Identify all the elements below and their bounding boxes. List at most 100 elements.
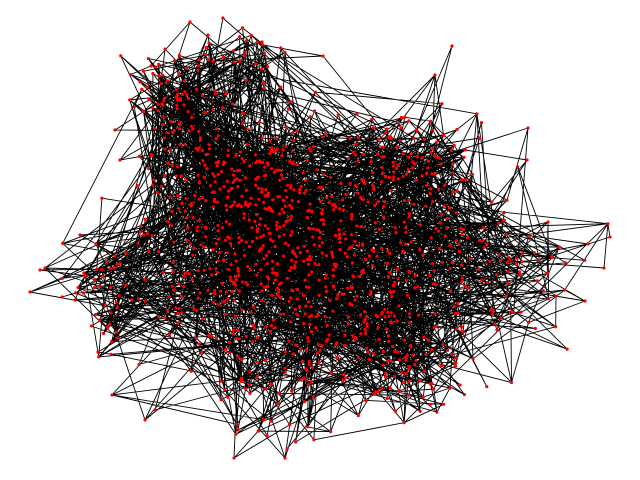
graph-node [136, 297, 141, 301]
graph-node [38, 268, 42, 272]
graph-node [182, 274, 186, 278]
graph-node [505, 198, 509, 202]
graph-node [254, 212, 259, 217]
graph-node [282, 199, 286, 203]
graph-node [197, 197, 201, 201]
graph-node [338, 248, 342, 252]
graph-node [497, 253, 501, 257]
graph-node [83, 274, 87, 278]
graph-node [386, 334, 391, 338]
graph-node [156, 102, 160, 106]
graph-node [520, 252, 525, 256]
graph-node [404, 230, 408, 235]
graph-node [403, 115, 407, 119]
graph-node [481, 226, 485, 230]
graph-node [172, 288, 176, 292]
graph-node [231, 180, 235, 185]
graph-node [286, 183, 290, 187]
graph-node [180, 311, 184, 315]
graph-node [514, 256, 519, 260]
graph-node [150, 234, 154, 238]
graph-node [280, 154, 284, 158]
graph-node [171, 270, 175, 274]
graph-node [388, 320, 392, 324]
graph-node [204, 199, 208, 203]
graph-node [272, 318, 276, 322]
graph-node [226, 153, 230, 157]
graph-node [115, 262, 119, 266]
graph-node [396, 177, 400, 181]
graph-node [299, 377, 303, 381]
graph-node [302, 376, 306, 380]
graph-node [262, 200, 266, 204]
graph-node [294, 440, 298, 444]
graph-node [405, 354, 409, 358]
graph-node [304, 188, 308, 192]
graph-node [162, 99, 166, 103]
graph-node [393, 226, 397, 230]
graph-node [404, 226, 408, 230]
graph-node [440, 102, 444, 106]
graph-node [238, 59, 242, 63]
graph-node [606, 222, 610, 226]
graph-node [176, 165, 180, 169]
graph-node [455, 189, 459, 193]
graph-node [355, 224, 359, 228]
graph-node [393, 409, 398, 413]
graph-node [383, 375, 388, 379]
graph-node [170, 210, 174, 214]
graph-node [143, 217, 147, 221]
graph-node [101, 275, 105, 279]
graph-node [139, 230, 143, 234]
graph-node [259, 282, 263, 286]
graph-node [228, 236, 232, 240]
graph-node [161, 73, 165, 77]
graph-node [234, 337, 238, 341]
graph-node [203, 52, 207, 57]
graph-node [190, 115, 194, 120]
graph-node [209, 334, 213, 338]
graph-node [324, 132, 328, 136]
graph-node [440, 364, 444, 368]
graph-node [186, 225, 190, 229]
graph-node [277, 290, 281, 294]
graph-edges [29, 17, 611, 459]
graph-node [341, 378, 345, 382]
graph-node [371, 264, 375, 268]
graph-node [195, 229, 199, 233]
graph-node [434, 325, 438, 329]
graph-node [210, 273, 214, 277]
graph-node [287, 339, 291, 343]
graph-node [262, 233, 266, 238]
graph-node [244, 334, 248, 339]
graph-node [420, 156, 424, 160]
graph-node [280, 207, 284, 211]
graph-node [397, 304, 401, 308]
graph-node [261, 160, 265, 164]
graph-node [334, 342, 338, 346]
graph-node [124, 251, 128, 255]
graph-node [388, 386, 392, 390]
graph-node [376, 390, 380, 394]
graph-node [290, 206, 294, 210]
graph-node [305, 215, 309, 220]
graph-node [203, 163, 207, 167]
graph-node [188, 242, 193, 246]
graph-node [216, 223, 220, 228]
graph-node [355, 294, 359, 298]
graph-node [235, 422, 239, 426]
graph-node [533, 326, 538, 331]
graph-node [327, 201, 331, 205]
graph-node [373, 221, 377, 225]
graph-node [377, 337, 381, 341]
graph-node [381, 349, 385, 354]
graph-node [442, 133, 446, 138]
graph-node [502, 218, 506, 222]
graph-node [93, 313, 98, 317]
graph-node [194, 146, 198, 150]
graph-node [183, 90, 187, 94]
graph-node [361, 268, 365, 272]
graph-node [330, 250, 334, 254]
graph-node [157, 315, 161, 319]
graph-node [388, 251, 392, 256]
